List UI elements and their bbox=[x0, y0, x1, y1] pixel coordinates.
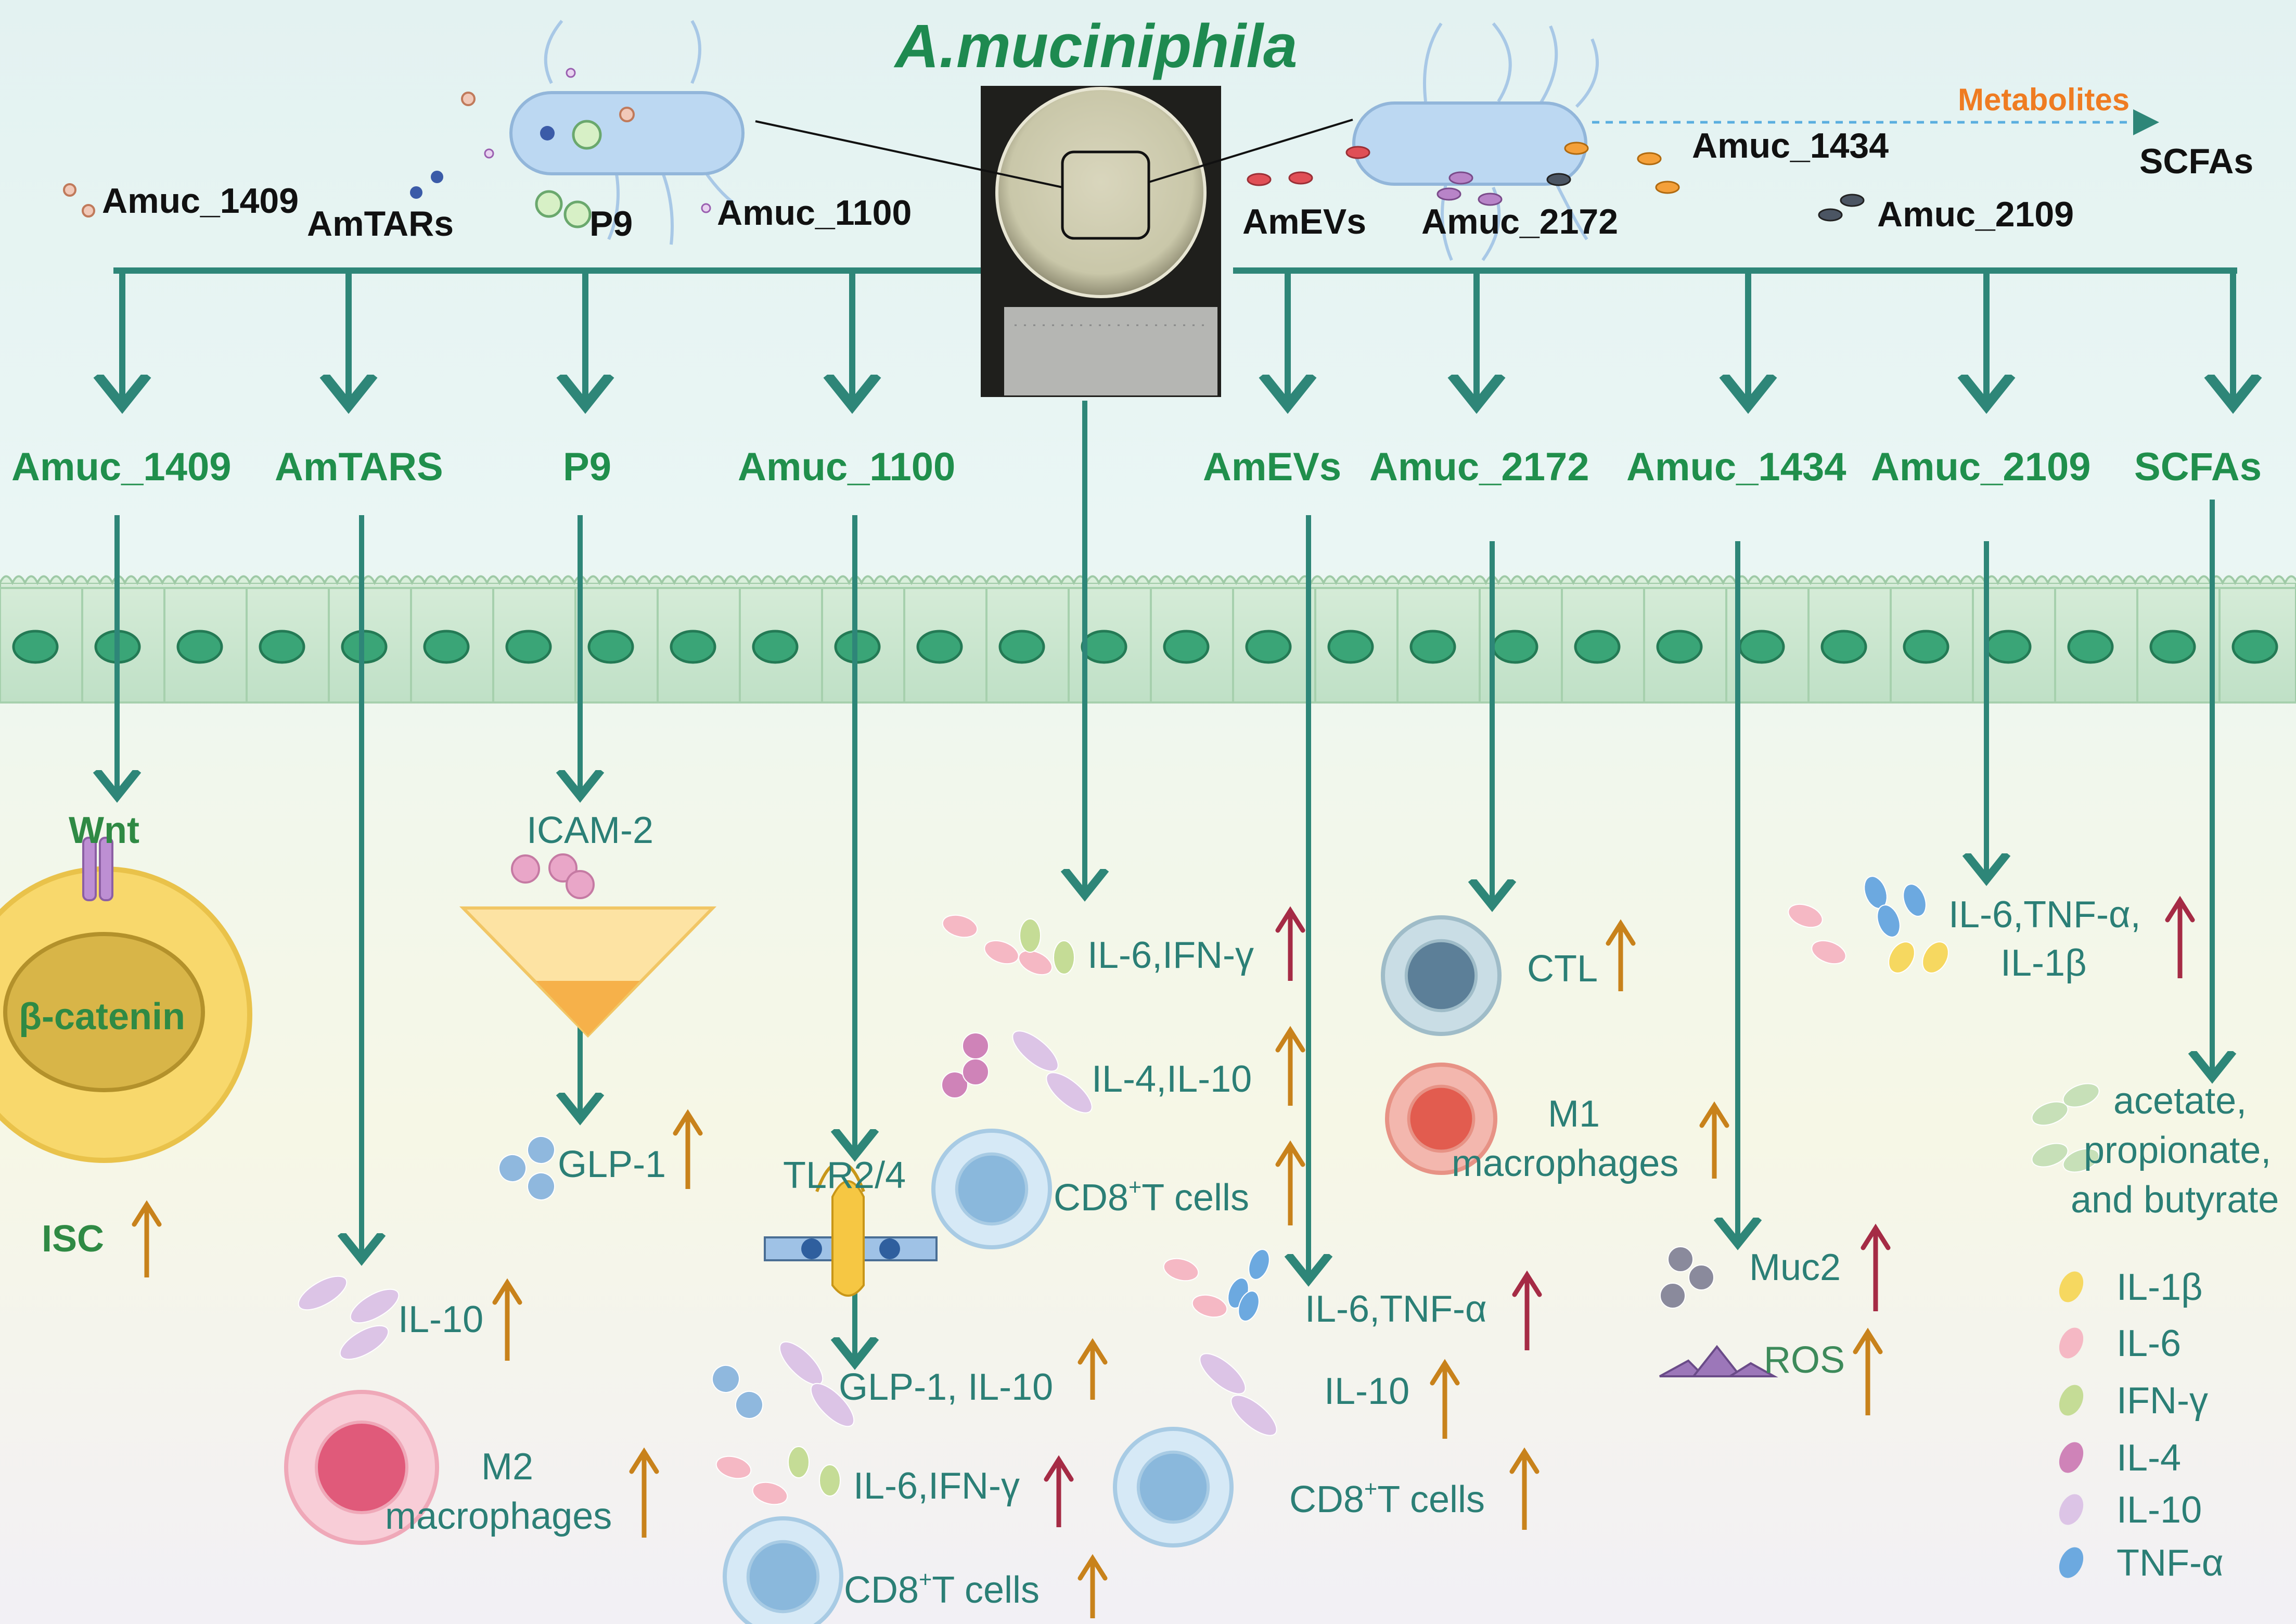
label-p9: P9 bbox=[589, 204, 633, 244]
petri-dish-photo bbox=[981, 86, 1221, 397]
glp1-label: GLP-1 bbox=[558, 1144, 666, 1185]
icam2-receptor-icon bbox=[459, 853, 717, 1038]
m1-label-1: M1 bbox=[1548, 1093, 1600, 1135]
bacterium-left-icon bbox=[63, 20, 745, 245]
tlr-receptor-icon bbox=[764, 1164, 938, 1297]
branch-label-amuc-2109: Amuc_2109 bbox=[1871, 445, 2091, 489]
m1-label-2: macrophages bbox=[1452, 1143, 1679, 1184]
page-title: A.muciniphila bbox=[895, 12, 1298, 81]
m2-label-1: M2 bbox=[481, 1446, 534, 1488]
branch-arrows bbox=[122, 271, 2233, 406]
wnt-label: Wnt bbox=[69, 810, 139, 851]
m2-label-2: macrophages bbox=[385, 1495, 612, 1537]
legend-label: IL-10 bbox=[2117, 1489, 2202, 1531]
il6-tnfa-amevs-label: IL-6,TNF-α bbox=[1305, 1288, 1487, 1330]
label-amuc-1434: Amuc_1434 bbox=[1692, 126, 1889, 165]
icam2-label: ICAM-2 bbox=[527, 810, 654, 851]
cytokine-icons bbox=[298, 876, 2100, 1505]
cd8-amevs-label: CD8+T cells bbox=[1289, 1476, 1485, 1520]
branch-label-p9: P9 bbox=[563, 445, 611, 489]
il10-amtars-label: IL-10 bbox=[398, 1299, 484, 1340]
legend-label: TNF-α bbox=[2117, 1542, 2224, 1584]
il10-amevs-label: IL-10 bbox=[1324, 1371, 1410, 1412]
label-amuc-2172: Amuc_2172 bbox=[1421, 202, 1619, 241]
branch-label-amuc-1434: Amuc_1434 bbox=[1626, 445, 1846, 489]
branch-label-amevs: AmEVs bbox=[1203, 445, 1342, 489]
cytokines-amuc2109-label-1: IL-6,TNF-α, bbox=[1948, 894, 2141, 936]
scfa-products-label-3: and butyrate bbox=[2071, 1179, 2279, 1221]
label-amtars: AmTARs bbox=[307, 204, 454, 244]
legend-label: IL-1β bbox=[2117, 1267, 2203, 1308]
cd8-amuc1100-label: CD8+T cells bbox=[844, 1567, 1040, 1611]
branch-label-scfas: SCFAs bbox=[2134, 445, 2262, 489]
il6-ifng-center-label: IL-6,IFN-γ bbox=[1087, 935, 1254, 976]
legend-label: IL-4 bbox=[2117, 1437, 2182, 1479]
muc2-label: Muc2 bbox=[1749, 1247, 1841, 1288]
label-amuc-2109: Amuc_2109 bbox=[1877, 195, 2074, 234]
cd8-center-label: CD8+T cells bbox=[1054, 1174, 1249, 1219]
branch-label-amuc-1409: Amuc_1409 bbox=[11, 445, 232, 489]
branch-label-amuc-2172: Amuc_2172 bbox=[1369, 445, 1589, 489]
il4-il10-label: IL-4,IL-10 bbox=[1092, 1058, 1252, 1100]
legend-label: IL-6 bbox=[2117, 1323, 2182, 1364]
change-arrows bbox=[132, 896, 2195, 1618]
scfa-products-label-2: propionate, bbox=[2084, 1130, 2272, 1171]
label-amuc-1100: Amuc_1100 bbox=[717, 193, 912, 233]
epithelium-layer bbox=[0, 575, 2296, 704]
branch-label-amtars: AmTARS bbox=[275, 445, 443, 489]
immune-cells bbox=[284, 915, 1502, 1624]
isc-label: ISC bbox=[42, 1218, 105, 1260]
label-scfas-top: SCFAs bbox=[2139, 142, 2254, 181]
bacterium-right-icon bbox=[1247, 22, 1865, 261]
stem-cell-icon bbox=[0, 837, 252, 1163]
pathway-arrows bbox=[117, 401, 2212, 1363]
glp1-il10-label: GLP-1, IL-10 bbox=[839, 1366, 1054, 1408]
tlr-label: TLR2/4 bbox=[783, 1155, 906, 1196]
il6-ifng-amuc1100-label: IL-6,IFN-γ bbox=[853, 1465, 1020, 1507]
label-metabolites: Metabolites bbox=[1958, 82, 2130, 117]
scfa-products-label-1: acetate, bbox=[2113, 1080, 2247, 1122]
ros-icon bbox=[1659, 1345, 1778, 1377]
cytokines-amuc2109-label-2: IL-1β bbox=[2000, 942, 2087, 984]
label-amevs: AmEVs bbox=[1242, 202, 1367, 241]
legend-label: IFN-γ bbox=[2117, 1380, 2208, 1422]
ros-label: ROS bbox=[1764, 1339, 1845, 1381]
ctl-label: CTL bbox=[1527, 948, 1598, 990]
label-amuc-1409: Amuc_1409 bbox=[102, 181, 299, 221]
branch-label-amuc-1100: Amuc_1100 bbox=[738, 445, 956, 489]
beta-catenin-label: β-catenin bbox=[19, 996, 185, 1038]
